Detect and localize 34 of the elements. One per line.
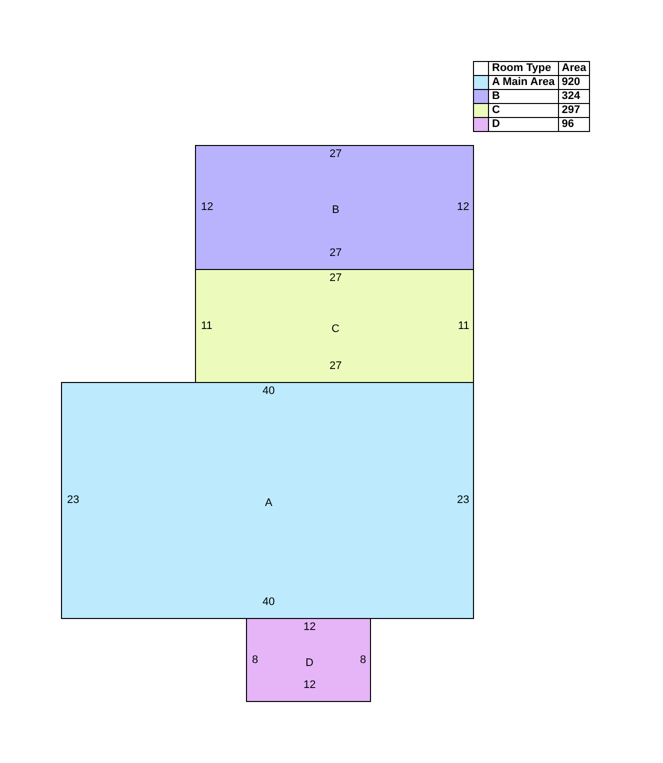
room-area <box>195 145 474 270</box>
dimension-label: 27 <box>330 360 342 373</box>
legend-label: A Main Area <box>488 76 558 90</box>
dimension-label: 11 <box>201 320 212 332</box>
dimension-label: 8 <box>360 654 366 666</box>
dimension-label: 40 <box>262 596 275 609</box>
dimension-label: 12 <box>304 679 316 692</box>
area-value: 920 <box>558 76 590 90</box>
table-header: Room Type <box>488 62 558 76</box>
legend-label: D <box>488 118 558 132</box>
room-label: D <box>306 656 314 670</box>
dimension-label: 27 <box>330 247 342 260</box>
table-header: Area <box>558 62 590 76</box>
dimension-label: 27 <box>330 272 342 285</box>
dimension-label: 11 <box>458 320 470 332</box>
dimension-label: 23 <box>457 494 470 507</box>
room-area <box>195 269 474 383</box>
room-label: B <box>332 204 340 217</box>
legend-label: B <box>488 90 558 104</box>
room-area <box>246 618 371 702</box>
room-label: C <box>332 322 340 336</box>
dimension-label: 23 <box>67 494 80 507</box>
dimension-label: 27 <box>330 148 342 161</box>
area-value: 96 <box>558 118 590 132</box>
dimension-label: 12 <box>201 201 214 214</box>
legend-label: C <box>488 104 558 118</box>
area-value: 324 <box>558 90 590 104</box>
dimension-label: 12 <box>304 621 316 634</box>
room-area <box>61 382 474 619</box>
dimension-label: 12 <box>457 201 470 214</box>
dimension-label: 40 <box>262 385 275 398</box>
room-label: A <box>265 497 272 510</box>
dimension-label: 8 <box>252 654 258 666</box>
area-value: 297 <box>558 104 590 118</box>
